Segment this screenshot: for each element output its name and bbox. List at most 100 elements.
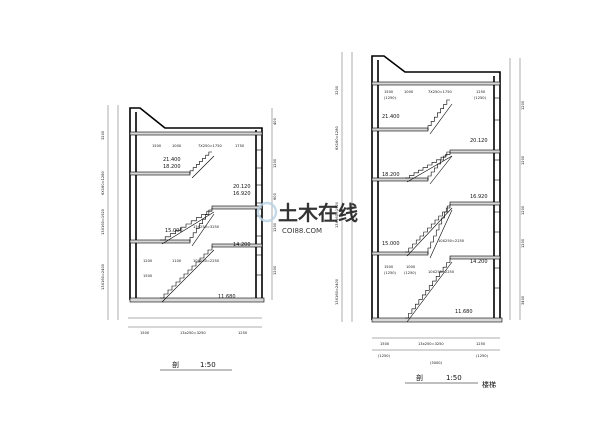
- stair-soffit: [191, 155, 215, 179]
- dimension-label: 1500: [380, 342, 390, 346]
- dimension-label: (1250): [384, 271, 397, 275]
- level-label: 14.200: [470, 259, 488, 265]
- sheet-tag: 楼梯: [482, 380, 496, 389]
- stair-soffit: [406, 261, 453, 323]
- vertical-dimension: 13X160=1920: [101, 208, 105, 235]
- dimension-label: (1250): [404, 271, 417, 275]
- level-label: 21.400: [163, 157, 181, 163]
- window: [493, 211, 501, 233]
- stair-soffit: [406, 155, 453, 183]
- stair-soffit: [429, 209, 453, 259]
- dimension-label: 1500: [384, 265, 394, 269]
- flight-note: 10X250=2250: [438, 239, 465, 243]
- dimension-label: 1000: [404, 90, 414, 94]
- vertical-dimension: 6X160=1280: [101, 171, 105, 195]
- vertical-dimension: 1200: [521, 205, 525, 215]
- landing-slab: [449, 149, 501, 154]
- level-label: 20.120: [233, 184, 251, 190]
- section-scale: 1:50: [446, 374, 462, 382]
- roof-slab: [371, 81, 501, 86]
- flight-note: 10X250=2250: [428, 270, 455, 274]
- stair-flight: [427, 99, 450, 130]
- window: [493, 97, 501, 121]
- level-label: 14.200: [233, 242, 251, 248]
- watermark-text: 土木在线: [278, 201, 358, 225]
- floor-slab-upper: [129, 171, 191, 176]
- vertical-dimension: 1200: [273, 222, 277, 232]
- stair-soffit: [161, 211, 215, 245]
- level-label: 16.920: [470, 194, 488, 200]
- dimension-label: 13x250=3250: [180, 331, 206, 335]
- stair-soffit: [429, 155, 453, 185]
- roof-slab: [129, 131, 263, 136]
- floor-slab: [371, 127, 429, 132]
- dimension-label: 1250: [238, 331, 248, 335]
- stair-flight: [160, 246, 213, 299]
- vertical-dimension: 3400: [521, 295, 525, 305]
- dimension-label: 1500: [143, 274, 153, 278]
- vertical-dimension: 6X160=1280: [335, 126, 339, 150]
- roof-and-right-wall: [416, 71, 501, 322]
- landing-slab-mid: [211, 205, 263, 210]
- vertical-dimension: 1200: [273, 265, 277, 275]
- dimension-label: 1500: [152, 144, 162, 148]
- stair-flight: [427, 205, 450, 254]
- window: [255, 184, 263, 204]
- stair-soffit: [161, 249, 215, 303]
- vertical-dimension: 13X160=1920: [335, 201, 339, 228]
- vertical-dimension: 13X160=2400: [335, 278, 339, 305]
- watermark-logo-icon: [256, 201, 278, 223]
- vertical-dimension: 600: [273, 192, 277, 200]
- landing-slab: [449, 201, 501, 206]
- stair-flight: [405, 204, 451, 253]
- vertical-dimension: 3200: [335, 85, 339, 95]
- ground-slab: [129, 297, 265, 303]
- vertical-dimension: 13X160=2400: [101, 263, 105, 290]
- stair-flight: [405, 152, 451, 179]
- level-label: 21.400: [382, 114, 400, 120]
- ground-slab: [371, 317, 503, 323]
- dimension-label: (1250): [378, 354, 391, 358]
- landing-slab-low: [211, 243, 263, 248]
- right-stair-section: 21.400 20.120 18.200 16.920 15.000 14.20…: [335, 52, 525, 389]
- vertical-dimension: 1200: [521, 155, 525, 165]
- roof-and-right-wall: [178, 127, 263, 300]
- window: [493, 267, 501, 289]
- right-stair-flights: [405, 99, 453, 323]
- dimension-label: (1250): [476, 354, 489, 358]
- window: [255, 149, 263, 169]
- dimension-label: 13x250=3250: [418, 342, 444, 346]
- vertical-dimension: 1200: [521, 238, 525, 248]
- landing-slab: [449, 255, 501, 260]
- stair-flight: [189, 209, 212, 242]
- window: [255, 254, 263, 276]
- dimension-label: 1750: [235, 144, 245, 148]
- level-label: 16.920: [233, 191, 251, 197]
- level-label: 20.120: [470, 138, 488, 144]
- flight-note: 7X250=1750: [198, 144, 222, 148]
- section-scale: 1:50: [200, 361, 216, 369]
- flight-note: 10X250=2250: [193, 259, 220, 263]
- stair-flight: [160, 208, 213, 241]
- left-stair-flights: [160, 151, 215, 303]
- level-label: 18.200: [163, 164, 181, 170]
- dimension-label: (3000): [430, 361, 443, 365]
- dimension-label: 1500: [384, 90, 394, 94]
- level-label: 18.200: [382, 172, 400, 178]
- stair-flight: [427, 151, 450, 180]
- watermark-subtext: COI88.COM: [282, 227, 322, 235]
- dimension-label: (1250): [474, 96, 487, 100]
- left-wall: [371, 55, 416, 320]
- section-title: 剖: [172, 360, 179, 369]
- vertical-dimension: 1200: [273, 158, 277, 168]
- vertical-dimension: 400: [273, 117, 277, 125]
- stair-soffit: [429, 103, 453, 135]
- dimension-label: 1250: [476, 342, 486, 346]
- stair-soffit: [406, 207, 453, 257]
- dimension-label: (1250): [384, 96, 397, 100]
- stair-soffit: [191, 213, 215, 247]
- section-title: 剖: [416, 373, 423, 382]
- dimension-label: 1250: [476, 90, 486, 94]
